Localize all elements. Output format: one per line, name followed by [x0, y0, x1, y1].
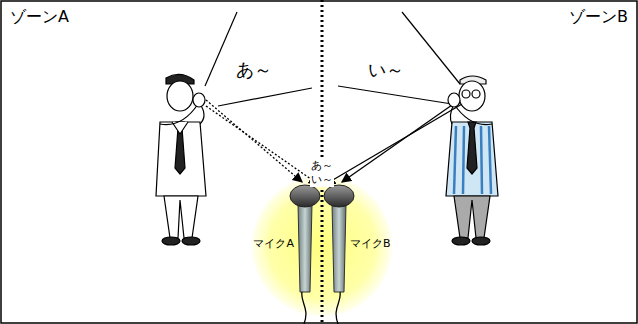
microphone: [324, 185, 354, 324]
mic-label: マイクA: [253, 238, 294, 251]
mic-label: マイクB: [350, 238, 391, 251]
received-sound: あ～: [310, 160, 334, 173]
zone-label: ゾーンA: [10, 8, 69, 26]
speech-text: あ～: [236, 60, 272, 81]
speech-lines: [205, 12, 460, 106]
zone-label: ゾーンB: [569, 8, 628, 26]
received-sound: い～: [310, 174, 334, 187]
microphone: [290, 185, 320, 324]
speaker-figure: [156, 74, 206, 245]
speech-text: い～: [368, 60, 404, 81]
speaker-figure: [446, 76, 498, 245]
sound-paths: [206, 98, 462, 184]
